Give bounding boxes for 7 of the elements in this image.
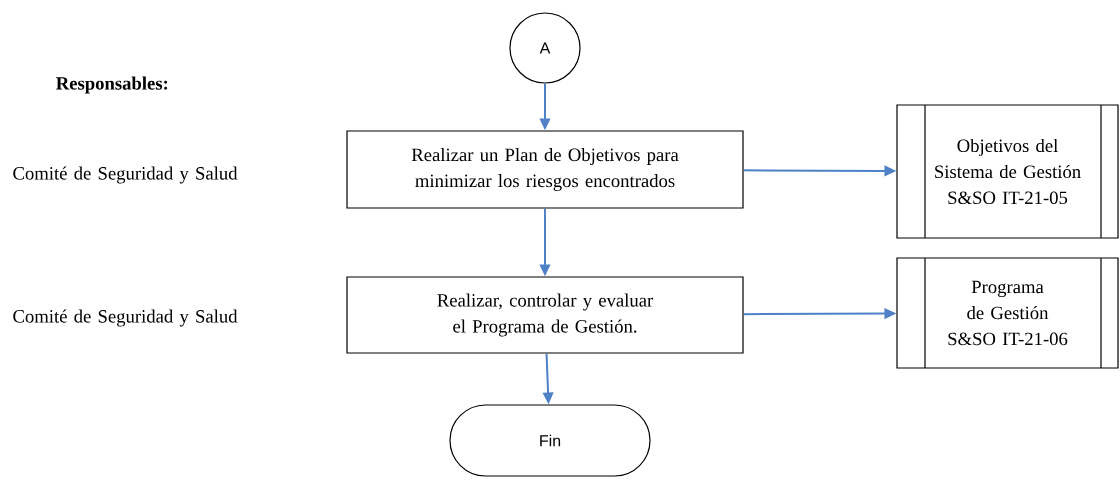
process-box: Realizar un Plan de Objetivos para minimizar los riesgos encontrados (346, 130, 744, 209)
heading: Responsables: (56, 76, 168, 94)
predefined-process-box: Programa de Gestión S&SO IT-21-06 (896, 257, 1119, 369)
process-box: Realizar, controlar y evaluar el Programa de Gestión. (346, 276, 744, 354)
responsible-label: Comité de Seguridad y Salud (13, 166, 238, 184)
responsible-label: Comité de Seguridad y Salud (13, 309, 238, 327)
predefined-process-box: Objetivos del Sistema de Gestión S&SO IT-21-05 (896, 104, 1119, 239)
